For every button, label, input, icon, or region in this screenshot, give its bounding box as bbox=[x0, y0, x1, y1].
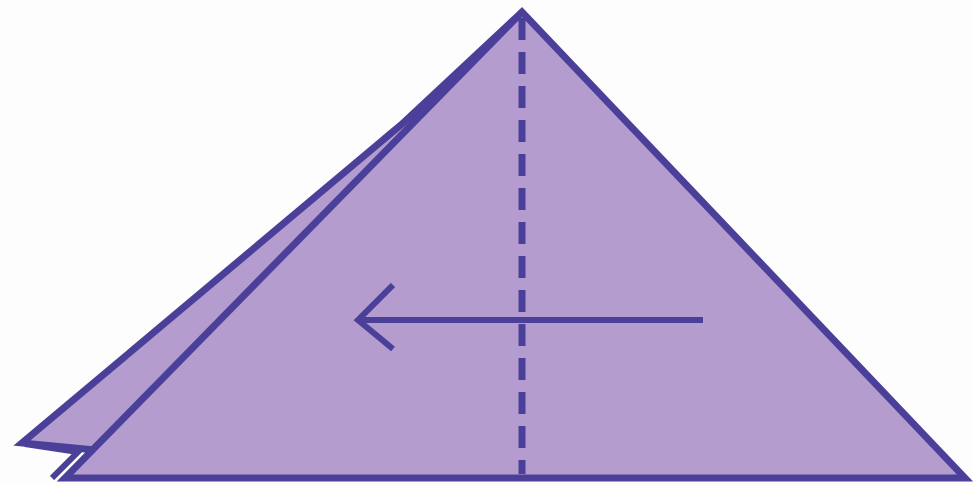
front-paper-layer bbox=[65, 12, 965, 478]
